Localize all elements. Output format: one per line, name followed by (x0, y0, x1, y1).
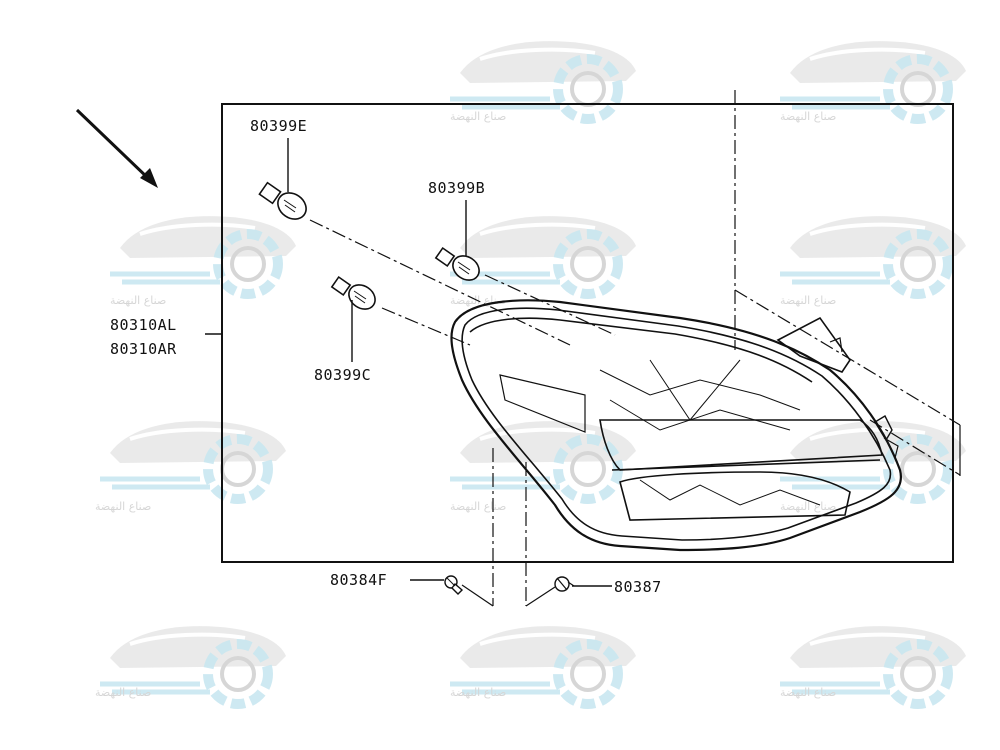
bulb-80399e-icon (258, 181, 307, 220)
watermark-caption: صناع النهضة (95, 500, 151, 513)
part-label-80384f: 80384F (330, 571, 387, 589)
guide-bracket (525, 586, 556, 607)
tail-lamp-assembly (450, 299, 903, 552)
watermark-logo (450, 41, 636, 119)
part-label-80399c: 80399C (314, 366, 371, 384)
watermark-logo (100, 421, 286, 499)
watermark-logo (780, 41, 966, 119)
watermark-caption: صناع النهضة (450, 686, 506, 699)
watermark-caption: صناع النهضة (450, 110, 506, 123)
assembly-label-left: 80310AL (110, 316, 177, 334)
watermark-caption: صناع النهضة (95, 686, 151, 699)
assembly-frame (221, 103, 954, 563)
part-label-80399e: 80399E (250, 117, 307, 135)
direction-arrow-icon (75, 108, 158, 188)
clip-80387-icon (554, 576, 575, 592)
watermark-caption: صناع النهضة (110, 294, 166, 307)
screw-80384f-icon (444, 575, 464, 595)
bulb-80399b-icon (434, 246, 480, 281)
watermark-caption: صناع النهضة (780, 686, 836, 699)
watermark-caption: صناع النهضة (450, 500, 506, 513)
watermark-logo (450, 421, 636, 499)
watermark-logo (450, 216, 636, 294)
assembly-guide-lines (309, 90, 961, 606)
guide-bracket (461, 584, 494, 607)
watermark-logo (780, 216, 966, 294)
watermark-logo (110, 216, 296, 294)
watermark-caption: صناع النهضة (780, 294, 836, 307)
part-label-80387: 80387 (614, 578, 662, 596)
assembly-label-right: 80310AR (110, 340, 177, 358)
watermark-layer: صناع النهضة صناع النهضة صناع النهضة صناع… (95, 41, 966, 704)
watermark-caption: صناع النهضة (780, 110, 836, 123)
watermark-caption: صناع النهضة (780, 500, 836, 513)
bulb-80399c-icon (330, 275, 376, 310)
part-label-80399b: 80399B (428, 179, 485, 197)
